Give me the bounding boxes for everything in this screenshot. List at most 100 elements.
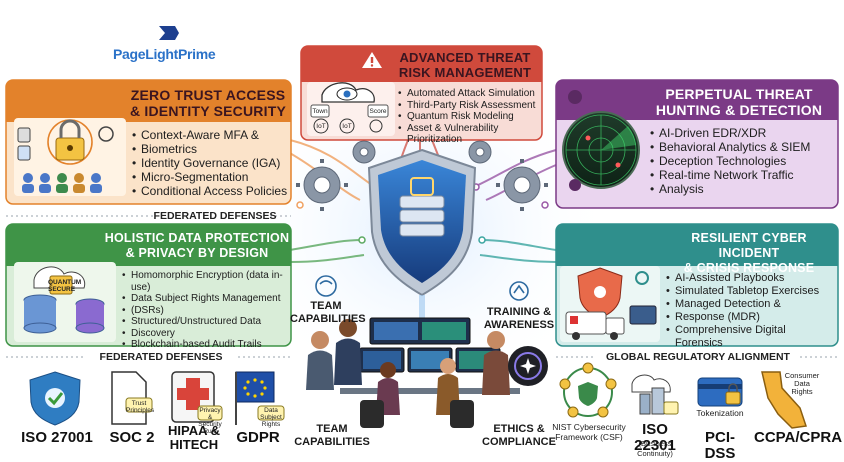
nist-line1: NIST Cybersecurity — [552, 422, 626, 432]
brand-logo: PageLightPrime — [113, 46, 216, 62]
list-item: Context-Aware MFA & — [132, 128, 288, 142]
pci-dss-label: PCI-DSS — [704, 429, 736, 462]
advanced-threat-title-line2: RISK MANAGEMENT — [398, 65, 532, 80]
icon-tag-iot-1: IoT — [316, 123, 326, 130]
nist-cycle-icon — [562, 366, 614, 418]
nist-csf-label: NIST Cybersecurity Framework (CSF) — [552, 422, 626, 442]
holistic-data-title-line2: & PRIVACY BY DESIGN — [125, 246, 269, 260]
perpetual-threat-panel-title: PERPETUAL THREAT HUNTING & DETECTION — [644, 86, 834, 118]
sparkle-assistant-button[interactable] — [508, 346, 548, 386]
iso-22301-sub: (Business Continuity) — [637, 439, 673, 458]
hipaa-line1: HIPAA & — [168, 423, 220, 438]
ccpa-note: Consumer Data Rights — [778, 372, 826, 396]
global-regulatory-alignment-label: GLOBAL REGULATORY ALIGNMENT — [606, 351, 790, 363]
eu-flag-icon — [236, 372, 274, 402]
pci-tokenization-label: Tokenization — [696, 408, 744, 418]
team-capabilities-top-line1: TEAM — [310, 300, 342, 312]
gdpr-note: Data Subject Rights — [260, 407, 282, 428]
iso-27001-label: ISO 27001 — [21, 429, 93, 446]
ccpa-cpra-label: CCPA/CPRA — [754, 429, 843, 446]
california-map-icon — [762, 372, 806, 428]
zero-trust-title-line1: ZERO TRUST ACCESS — [130, 87, 286, 103]
holistic-data-title-line1: HOLISTIC DATA PROTECTION — [104, 231, 290, 245]
hipaa-note: Privacy & Security Rule — [198, 407, 222, 435]
list-item: Discovery — [122, 328, 290, 340]
list-item: Comprehensive Digital Forensics — [666, 324, 836, 350]
federated-defenses-label-bottom: FEDERATED DEFENSES — [99, 351, 223, 363]
quantum-secure-tag: QUANTUM SECURE — [48, 279, 82, 293]
advanced-threat-list: Automated Attack Simulation Third-Party … — [398, 88, 544, 146]
brand-logo-text: PageLightPrime — [113, 46, 216, 62]
list-item: Biometrics — [132, 142, 288, 156]
holistic-data-list: Homomorphic Encryption (data in-use) Dat… — [122, 270, 290, 351]
team-capabilities-label-top: TEAM CAPABILITIES — [290, 300, 366, 326]
list-item: Response (MDR) — [666, 311, 836, 324]
soc-2-label: SOC 2 — [109, 429, 155, 446]
nist-line2: Framework (CSF) — [555, 432, 623, 442]
gdpr-label: GDPR — [236, 429, 280, 446]
list-item: Identity Governance (IGA) — [132, 156, 288, 170]
list-item: Homomorphic Encryption (data in-use) — [122, 270, 290, 293]
radar-icon — [563, 112, 639, 188]
iso-22301-label: ISO 22301 — [634, 421, 676, 454]
central-shield-icon — [369, 150, 475, 295]
perpetual-threat-title-line1: PERPETUAL THREAT — [665, 86, 813, 102]
shield-check-icon — [30, 372, 80, 425]
list-item: Deception Technologies — [650, 154, 834, 168]
icon-tag-town: Town — [312, 108, 328, 115]
ccpa-note-line3: Rights — [791, 387, 813, 396]
perpetual-threat-title-line2: HUNTING & DETECTION — [655, 102, 823, 118]
training-line2: AWARENESS — [483, 319, 555, 331]
resilient-list: AI-Assisted Playbooks Simulated Tabletop… — [666, 272, 836, 350]
list-item: Structured/Unstructured Data — [122, 316, 290, 328]
team-capabilities-top-line2: CAPABILITIES — [290, 313, 366, 325]
ccpa-note-line2: Data — [794, 379, 810, 388]
federated-defenses-label-top: FEDERATED DEFENSES — [153, 210, 277, 222]
training-awareness-label: TRAINING & AWARENESS — [480, 306, 558, 332]
ethics-compliance-label: ETHICS & COMPLIANCE — [478, 423, 560, 449]
list-item: Managed Detection & — [666, 298, 836, 311]
team-capabilities-bottom-line1: TEAM — [316, 423, 348, 435]
list-item: Real-time Network Traffic — [650, 168, 834, 182]
hipaa-hitech-label: HIPAA & HITECH — [160, 424, 228, 452]
list-item: Blockchain-based Audit Trails — [122, 339, 290, 351]
ethics-line2: COMPLIANCE — [482, 436, 556, 448]
medical-cross-icon — [172, 372, 214, 422]
list-item: Third-Party Risk Assessment — [398, 100, 544, 112]
list-item: (DSRs) — [122, 305, 290, 317]
perpetual-threat-list: AI-Driven EDR/XDR Behavioral Analytics &… — [650, 126, 834, 196]
zero-trust-list: Context-Aware MFA & Biometrics Identity … — [132, 128, 288, 198]
zero-trust-panel-title: ZERO TRUST ACCESS & IDENTITY SECURITY — [128, 87, 288, 119]
advanced-threat-panel-title: ADVANCED THREAT RISK MANAGEMENT — [388, 50, 542, 80]
team-capabilities-bottom-line2: CAPABILITIES — [294, 436, 370, 448]
list-item: Conditional Access Policies — [132, 184, 288, 198]
soc2-note: Trust Principles — [126, 400, 155, 414]
credit-card-lock-icon — [698, 378, 742, 406]
list-item: Behavioral Analytics & SIEM — [650, 140, 834, 154]
ccpa-note-line1: Consumer — [784, 371, 820, 380]
list-item: Analysis — [650, 182, 834, 196]
resilient-panel-title: RESILIENT CYBER INCIDENT & CRISIS RESPON… — [664, 231, 834, 276]
holistic-data-panel-title: HOLISTIC DATA PROTECTION & PRIVACY BY DE… — [104, 231, 290, 261]
icon-tag-iot-2: IoT — [342, 123, 352, 130]
zero-trust-title-line2: & IDENTITY SECURITY — [129, 103, 286, 119]
list-item: Micro-Segmentation — [132, 170, 288, 184]
ethics-line1: ETHICS & — [493, 423, 545, 435]
training-line1: TRAINING & — [486, 306, 552, 318]
list-item: AI-Driven EDR/XDR — [650, 126, 834, 140]
advanced-threat-title-line1: ADVANCED THREAT — [399, 50, 531, 65]
list-item: Automated Attack Simulation — [398, 88, 544, 100]
cloud-building-icon — [632, 372, 678, 416]
list-item: Asset & Vulnerability Prioritization — [398, 123, 544, 146]
list-item: Simulated Tabletop Exercises — [666, 285, 836, 298]
logo-mark-icon — [159, 26, 179, 40]
team-capabilities-label-bottom: TEAM CAPABILITIES — [292, 423, 372, 449]
list-item: Quantum Risk Modeling — [398, 111, 544, 123]
list-item: AI-Assisted Playbooks — [666, 272, 836, 285]
document-icon — [112, 372, 152, 424]
hipaa-line2: HITECH — [169, 437, 219, 452]
icon-tag-score: Score — [369, 108, 387, 115]
resilient-title-line1: RESILIENT CYBER INCIDENT — [691, 231, 807, 260]
